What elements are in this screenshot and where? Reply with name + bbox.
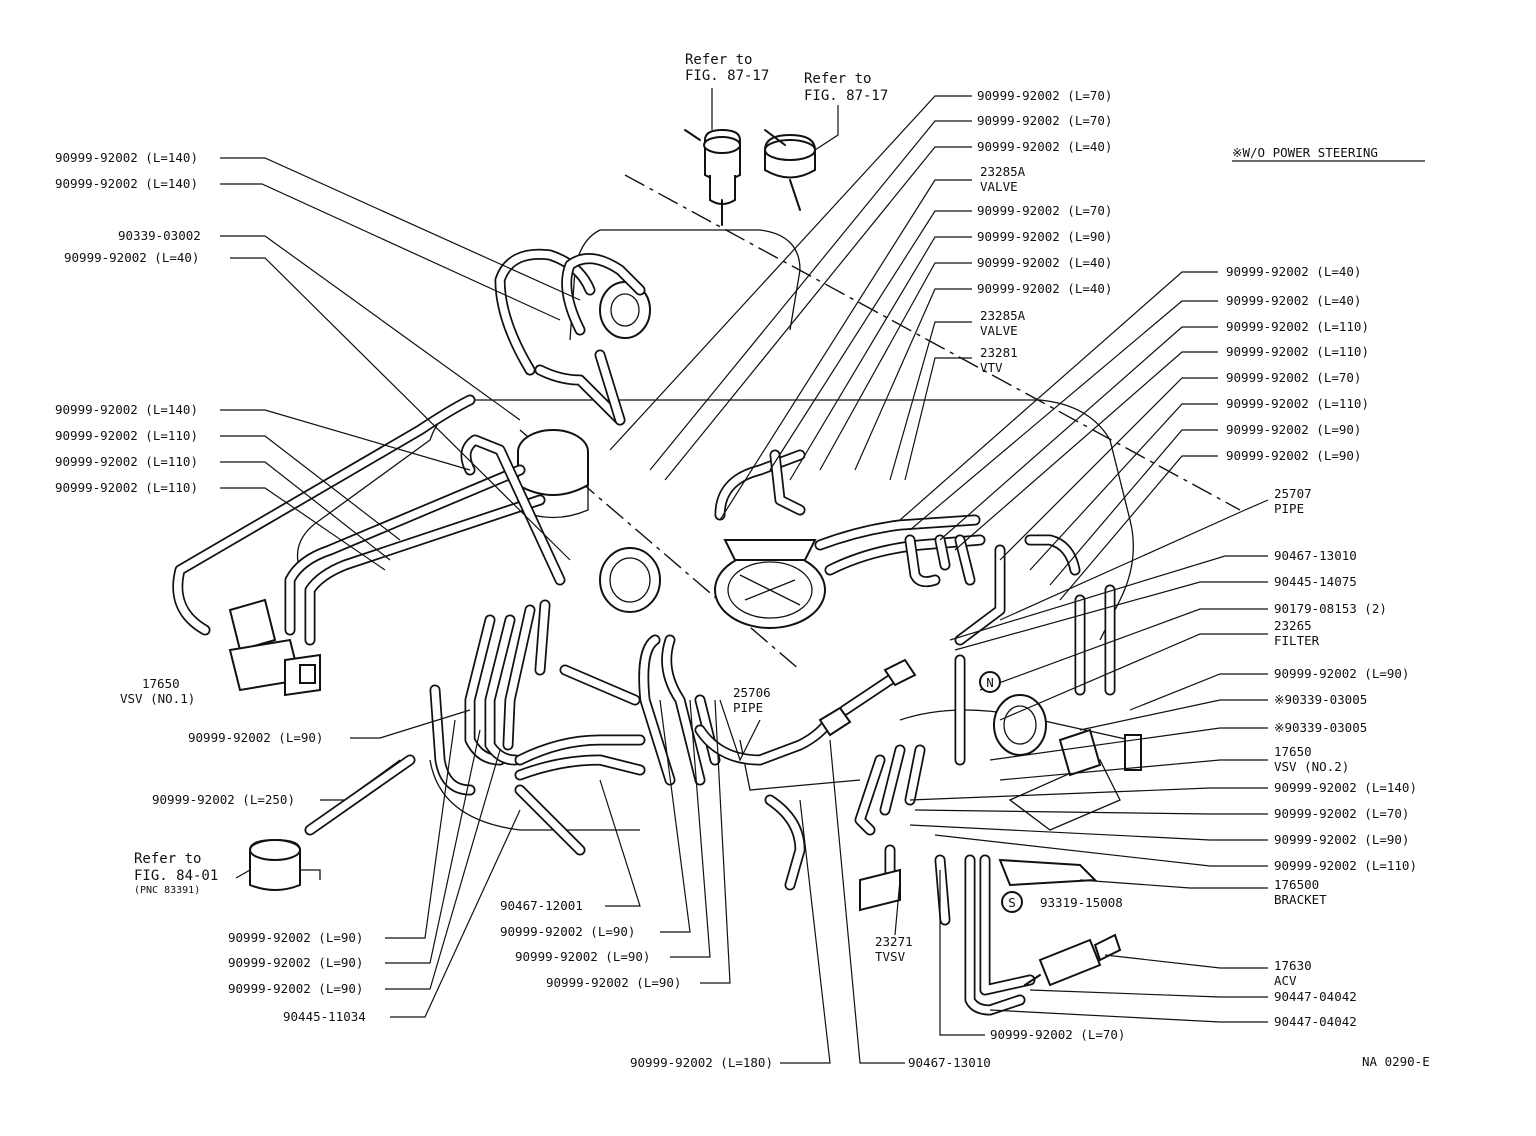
right-label-23: 90999-92002 (L=90) [1274,832,1409,847]
left-label-5: 90999-92002 (L=140) [55,402,198,417]
acv-component [1024,933,1122,987]
filter-component [818,658,917,737]
top-right-label-13: VTV [980,360,1003,375]
left-label-4: 90999-92002 (L=40) [64,250,199,265]
right-label-28: 17630 [1274,958,1312,973]
right-label-18: ※90339-03005 [1274,720,1367,735]
right-label-25: 176500 [1274,877,1319,892]
marker-s-text: S [1008,895,1016,910]
right-label-29: ACV [1274,973,1297,988]
top-right-label-6: 90999-92002 (L=70) [977,203,1112,218]
right-label-17: ※90339-03005 [1274,692,1367,707]
marker-n-text: N [986,675,994,690]
engine-drawing [296,174,1241,831]
lower-left-label-6: 90445-11034 [283,1009,366,1024]
right-label-4: 90999-92002 (L=110) [1226,344,1369,359]
pipe-25706-name: PIPE [733,700,763,715]
left-label-1: 90999-92002 (L=140) [55,150,198,165]
top-right-label-4: 23285A [980,164,1026,179]
tvsv-component [859,868,901,912]
bottom-label-4: 90999-92002 (L=90) [546,975,681,990]
bottom-label-1: 90467-12001 [500,898,583,913]
lower-left-label-2: 90999-92002 (L=250) [152,792,295,807]
bottom-label-3: 90999-92002 (L=90) [515,949,650,964]
right-label-7: 90999-92002 (L=90) [1226,422,1361,437]
top-right-label-5: VALVE [980,179,1018,194]
right-label-3: 90999-92002 (L=110) [1226,319,1369,334]
right-label-15: FILTER [1274,633,1320,648]
top-right-label-8: 90999-92002 (L=40) [977,255,1112,270]
right-label-31: 90447-04042 [1274,1014,1357,1029]
canister-component [249,838,321,891]
ref3-line1: Refer to [134,851,201,867]
top-right-label-12: 23281 [980,345,1018,360]
vsv1-name: VSV (NO.1) [120,691,195,706]
right-label-8: 90999-92002 (L=90) [1226,448,1361,463]
left-label-7: 90999-92002 (L=110) [55,454,198,469]
right-label-27: 93319-15008 [1040,895,1123,910]
ref3-line3: (PNC 83391) [134,885,200,896]
ref1-line2: FIG. 87-17 [685,68,769,84]
power-steering-note: ※W/O POWER STEERING [1232,145,1378,160]
right-label-12: 90445-14075 [1274,574,1357,589]
right-label-19: 17650 [1274,744,1312,759]
right-label-9: 25707 [1274,486,1312,501]
lower-left-label-3: 90999-92002 (L=90) [228,930,363,945]
right-label-20: VSV (NO.2) [1274,759,1349,774]
bottom-label-2: 90999-92002 (L=90) [500,924,635,939]
top-right-label-9: 90999-92002 (L=40) [977,281,1112,296]
right-label-30: 90447-04042 [1274,989,1357,1004]
marker-n: N [979,671,1001,693]
bottom-label-5: 90999-92002 (L=180) [630,1055,773,1070]
lower-left-label-1: 90999-92002 (L=90) [188,730,323,745]
top-right-label-10: 23285A [980,308,1026,323]
leader-lines [220,88,1269,1064]
left-label-6: 90999-92002 (L=110) [55,428,198,443]
top-right-label-3: 90999-92002 (L=40) [977,139,1112,154]
right-label-1: 90999-92002 (L=40) [1226,264,1361,279]
lower-left-label-4: 90999-92002 (L=90) [228,955,363,970]
left-label-2: 90999-92002 (L=140) [55,176,198,191]
left-label-3: 90339-03002 [118,228,201,243]
right-label-6: 90999-92002 (L=110) [1226,396,1369,411]
right-label-2: 90999-92002 (L=40) [1226,293,1361,308]
figure-code: NA 0290-E [1362,1054,1430,1069]
right-label-11: 90467-13010 [1274,548,1357,563]
right-label-5: 90999-92002 (L=70) [1226,370,1361,385]
top-valves-component [684,128,816,226]
top-right-label-11: VALVE [980,323,1018,338]
ref1-line1: Refer to [685,52,752,68]
right-label-13: 90179-08153 (2) [1274,601,1387,616]
bottom-label-7: 90999-92002 (L=70) [990,1027,1125,1042]
top-right-label-1: 90999-92002 (L=70) [977,88,1112,103]
lower-left-label-5: 90999-92002 (L=90) [228,981,363,996]
right-label-16: 90999-92002 (L=90) [1274,666,1409,681]
tvsv-name: TVSV [875,949,906,964]
tvsv-code: 23271 [875,934,913,949]
right-label-22: 90999-92002 (L=70) [1274,806,1409,821]
ref3-line2: FIG. 84-01 [134,868,218,884]
right-label-14: 23265 [1274,618,1312,633]
bracket-component [998,858,1098,887]
right-label-10: PIPE [1274,501,1304,516]
pipe-25706-code: 25706 [733,685,771,700]
vsv-no1-component [228,598,321,697]
vsv-no2-component [1058,728,1142,777]
right-label-21: 90999-92002 (L=140) [1274,780,1417,795]
hose-network [172,248,1116,1016]
marker-s: S [1001,891,1023,913]
right-label-24: 90999-92002 (L=110) [1274,858,1417,873]
top-right-label-2: 90999-92002 (L=70) [977,113,1112,128]
vsv1-code: 17650 [142,676,180,691]
ref2-line1: Refer to [804,71,871,87]
bottom-label-6: 90467-13010 [908,1055,991,1070]
left-label-8: 90999-92002 (L=110) [55,480,198,495]
ref2-line2: FIG. 87-17 [804,88,888,104]
top-right-label-7: 90999-92002 (L=90) [977,229,1112,244]
right-label-26: BRACKET [1274,892,1327,907]
